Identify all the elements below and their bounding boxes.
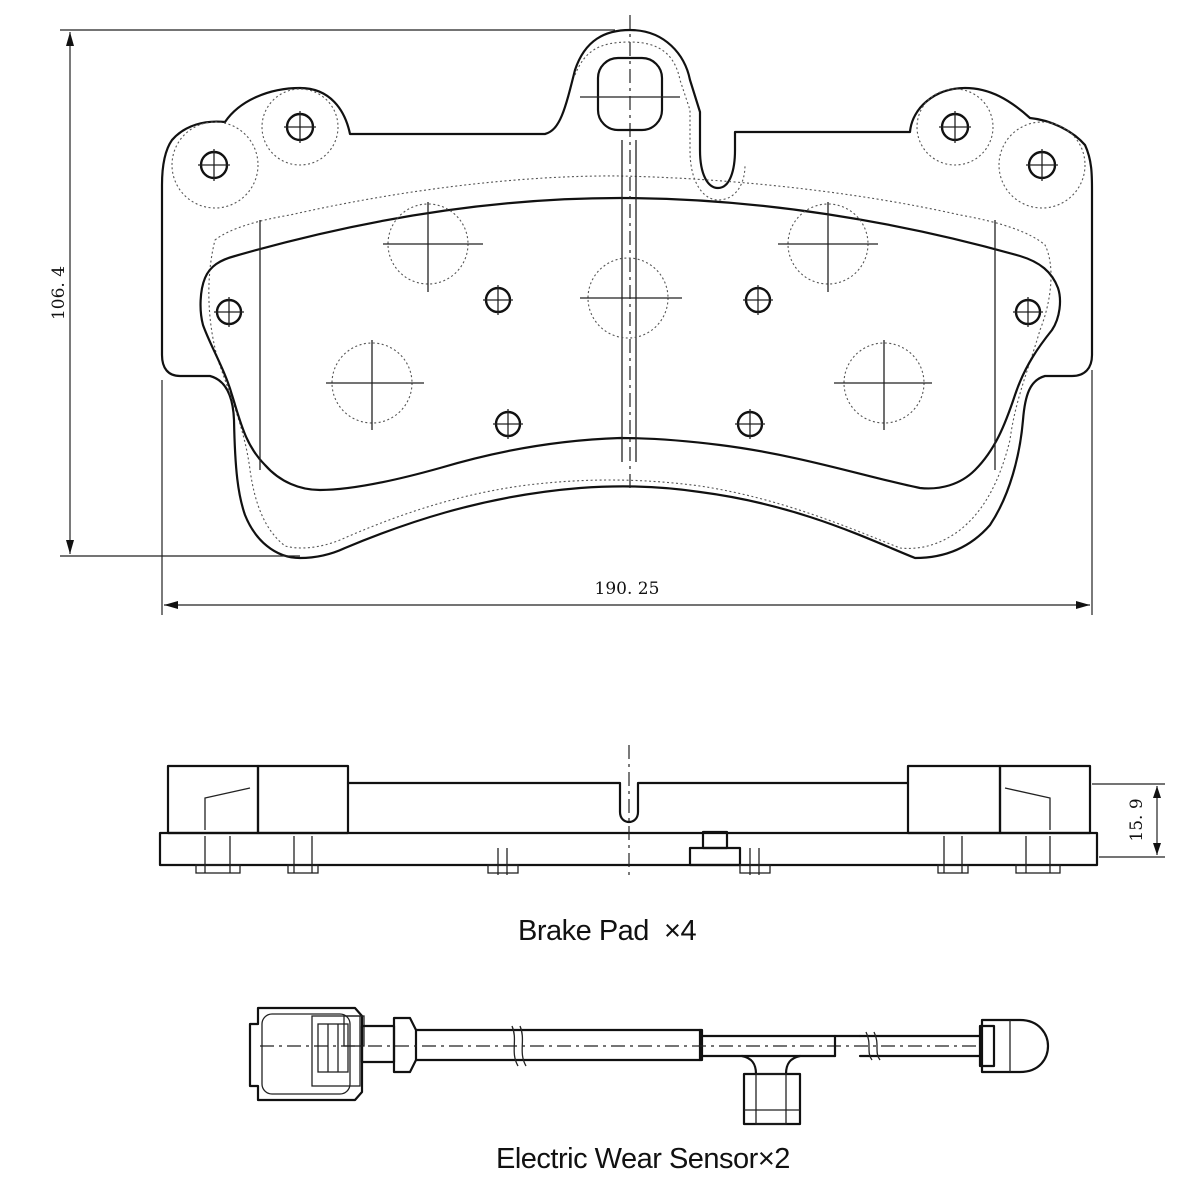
width-label: 190. 25	[595, 579, 660, 599]
brake-pad-side-view: 15. 9	[158, 745, 1165, 880]
wear-sensor	[248, 1006, 1050, 1126]
height-label: 106. 4	[49, 266, 69, 320]
width-dimension: 190. 25	[161, 370, 1093, 615]
brake-pad-caption: Brake Pad ×4	[518, 915, 696, 947]
brake-pad-front-view: 106. 4 190. 25	[49, 15, 1094, 615]
sensor-caption: Electric Wear Sensor×2	[496, 1143, 790, 1175]
bolt-holes	[198, 111, 1058, 439]
thickness-label: 15. 9	[1127, 798, 1147, 841]
piston-circles	[326, 202, 932, 430]
height-dimension: 106. 4	[49, 29, 615, 557]
